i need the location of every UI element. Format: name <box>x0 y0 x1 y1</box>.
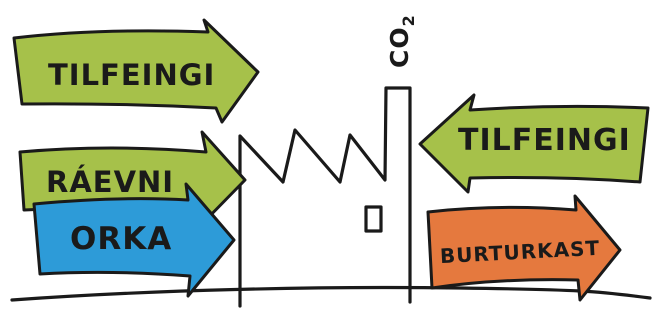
arrow-input-right: TILFEINGI <box>420 95 648 192</box>
arrow-raw-material-label: RÁEVNI <box>46 165 174 199</box>
arrow-input-top-label: TILFEINGI <box>48 58 215 92</box>
factory-roof-and-wall <box>240 88 410 306</box>
factory <box>240 88 410 306</box>
arrow-input-top: TILFEINGI <box>14 20 258 122</box>
arrow-waste: BURTURKAST <box>428 196 620 300</box>
svg-text:CO2: CO2 <box>385 14 418 68</box>
co2-subscript: 2 <box>399 14 418 26</box>
arrow-input-right-label: TILFEINGI <box>458 123 631 158</box>
ground-line <box>12 288 650 301</box>
co2-emission-label: CO2 <box>385 14 418 68</box>
co2-text: CO <box>385 26 414 68</box>
arrow-energy-label: ORKA <box>70 221 172 257</box>
factory-window <box>366 207 381 231</box>
